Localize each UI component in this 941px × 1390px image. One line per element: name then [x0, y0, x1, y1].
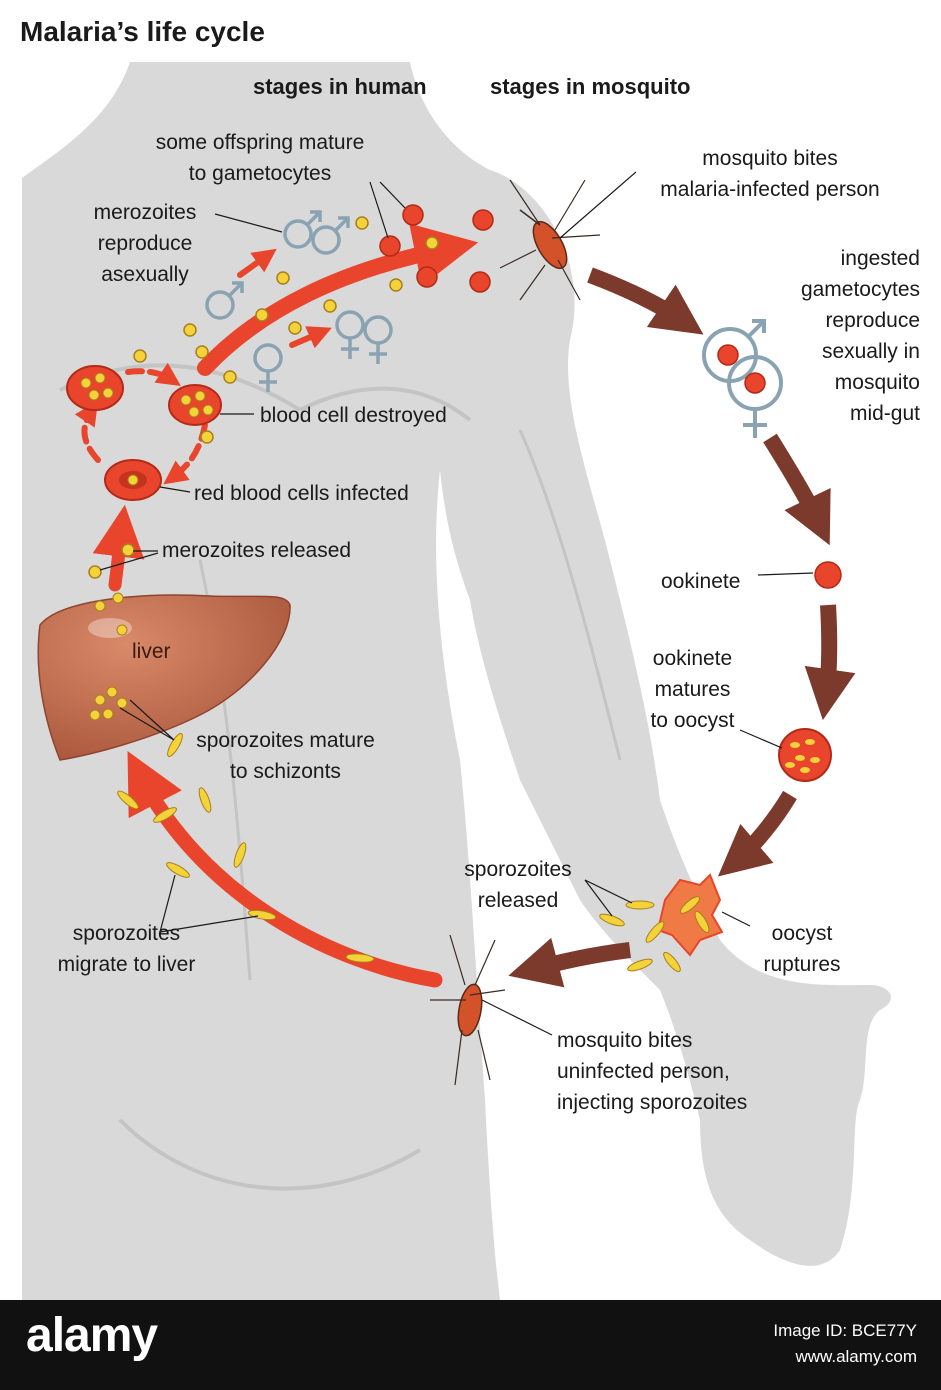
ookinete-cell [814, 561, 842, 589]
arrow-cycle-1 [74, 401, 101, 463]
arrow-liver-to-blood [92, 504, 145, 592]
gametocyte [416, 266, 438, 288]
schizont-cell [66, 365, 124, 411]
human-gametocytes [379, 204, 494, 293]
diagram-title: Malaria’s life cycle [20, 16, 265, 47]
oocyst [778, 728, 832, 782]
hip-line [118, 1118, 422, 1191]
ruptured-oocyst [599, 873, 724, 973]
arrow-blood-to-mosquito [197, 223, 479, 376]
gametocyte [469, 271, 491, 293]
torso-silhouette [22, 62, 891, 1300]
destroyed-cell [168, 384, 222, 426]
arrow-to-ookinete [763, 433, 831, 546]
gametocyte [379, 235, 401, 257]
arrow-to-oocyst [804, 604, 856, 721]
label-blood-cell-destroyed: blood cell destroyed [260, 404, 447, 427]
chest-line-right [299, 386, 472, 422]
image-id: Image ID: BCE77Y www.alamy.com [773, 1321, 917, 1366]
label-liver: liver [132, 640, 171, 663]
arrow-cycle-2 [125, 362, 181, 386]
header-human-stages: stages in human [253, 74, 427, 99]
arrow-to-midgut [587, 267, 704, 335]
diagram-artwork [22, 62, 891, 1300]
label-merozoites-released: merozoites released [162, 539, 352, 562]
arrow-gametocyte-1 [237, 248, 277, 278]
mosquito-bottom [430, 934, 506, 1086]
leader-lines [99, 171, 814, 1036]
header-mosquito-stages: stages in mosquito [490, 74, 691, 99]
watermark-logo: alamy [26, 1309, 158, 1362]
liver-shape [37, 594, 291, 761]
merozoite [121, 543, 135, 557]
schizont-cluster [94, 694, 106, 706]
human-blood-stage-cells [66, 216, 439, 579]
watermark-footer: alamy Image ID: BCE77Y www.alamy.com [0, 1300, 941, 1390]
merozoite [88, 565, 102, 579]
mosquito-cycle-arrows [508, 267, 856, 988]
arm-line [518, 429, 622, 761]
liver-parasites [89, 592, 128, 721]
label-red-blood-cells-infected: red blood cells infected [194, 482, 409, 505]
malaria-life-cycle-diagram: Malaria’s life cycle stages in human sta… [20, 16, 920, 1300]
label-ookinete: ookinete [661, 570, 741, 593]
migrating-sporozoites [117, 733, 375, 963]
mosquito-top [499, 179, 601, 301]
arrow-to-bite [508, 937, 631, 988]
arrow-to-rupture [717, 790, 797, 877]
gametocyte [402, 204, 424, 226]
midgut-gametes [702, 319, 783, 438]
human-gender-symbols [205, 210, 393, 392]
gametocyte [472, 209, 494, 231]
arrow-gametocyte-2 [289, 326, 332, 349]
